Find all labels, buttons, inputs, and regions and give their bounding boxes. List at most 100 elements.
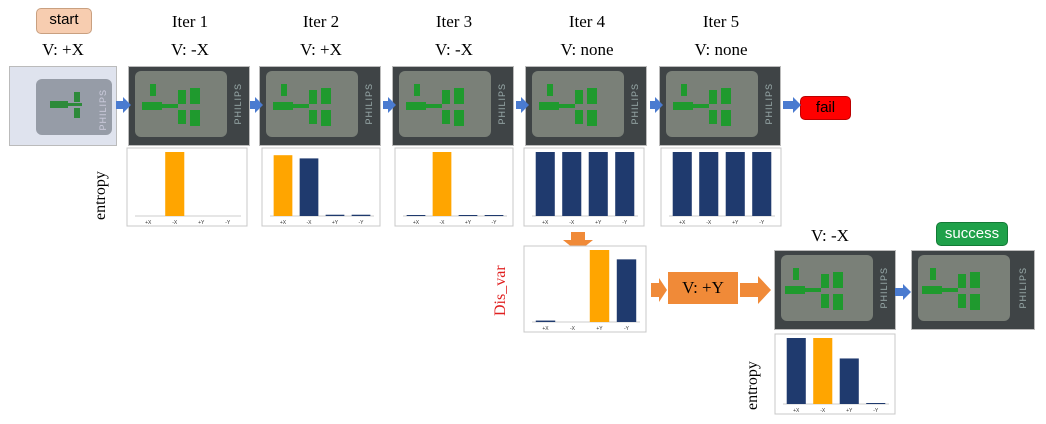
plate-4-mark-upper xyxy=(681,84,687,96)
plate-6-mark-right-top xyxy=(970,272,980,288)
chart-3-tick-3: +Y xyxy=(465,220,472,226)
plate-3-mark-stem xyxy=(559,104,575,108)
chart-5-tick-3: +Y xyxy=(732,220,739,226)
chart-7-tick-2: -X xyxy=(820,408,826,414)
plate-5-mark-stem xyxy=(805,288,821,292)
chart-5-bar-1 xyxy=(672,152,692,216)
plate-0-mark-upper xyxy=(150,84,156,96)
plate-0-mark-right-top xyxy=(190,88,200,104)
arrow-to-action xyxy=(651,278,667,302)
iter-4-view: V: none xyxy=(560,40,614,59)
chart-3-bar-2 xyxy=(432,152,452,216)
plate-0-mark-bottom xyxy=(178,110,186,124)
chart-1-bar-2 xyxy=(165,152,185,216)
iter-2-view: V: +X xyxy=(300,40,342,59)
chart-2-bar-2 xyxy=(299,158,319,216)
chart-6-tick-4: -Y xyxy=(624,326,630,332)
chart-4-tick-2: -X xyxy=(569,220,575,226)
chart-6-bar-3 xyxy=(589,250,610,322)
chart-6-tick-3: +Y xyxy=(596,326,603,332)
chart-5-bar-2 xyxy=(699,152,719,216)
iter-3-title: Iter 3 xyxy=(435,12,473,31)
chart-5-tick-1: +X xyxy=(679,220,686,226)
iter-4-title: Iter 4 xyxy=(568,12,606,31)
start-mark-2 xyxy=(68,103,82,106)
action-box: V: +Y xyxy=(668,272,738,304)
chart-3-tick-1: +X xyxy=(413,220,420,226)
plate-3-mark-left xyxy=(539,102,559,110)
plate-3-mark-top xyxy=(575,90,583,104)
plate-6-mark-bottom xyxy=(958,294,966,308)
plate-4-mark-stem xyxy=(693,104,709,108)
plate-5-mark-right-bottom xyxy=(833,294,843,310)
plate-3-mark-bottom xyxy=(575,110,583,124)
plate-2-mark-right-bottom xyxy=(454,110,464,126)
chart-1-tick-1: +X xyxy=(145,220,152,226)
iter-1-view: V: -X xyxy=(171,40,209,59)
plate-1-mark-top xyxy=(309,90,317,104)
plate-6-mark-top xyxy=(958,274,966,288)
plate-1-mark-bottom xyxy=(309,110,317,124)
plate-6-mark-upper xyxy=(930,268,936,280)
start-label: start xyxy=(49,11,79,28)
iter-2-title: Iter 2 xyxy=(302,12,340,31)
plate-2-mark-bottom xyxy=(442,110,450,124)
flow-arrow-2 xyxy=(250,97,263,113)
start-badge: start xyxy=(36,8,92,34)
plate-2-mark-upper xyxy=(414,84,420,96)
chart-5-tick-2: -X xyxy=(706,220,712,226)
chart-7-tick-4: -Y xyxy=(873,408,879,414)
plate-1-mark-stem xyxy=(293,104,309,108)
plate-4-mark-right-bottom xyxy=(721,110,731,126)
chart-3-bar-1 xyxy=(406,215,426,216)
success-badge: success xyxy=(936,222,1008,246)
plate-2-mark-left xyxy=(406,102,426,110)
start-mark-4 xyxy=(74,108,80,118)
chart-6-tick-2: -X xyxy=(570,326,576,332)
chart-2-tick-3: +Y xyxy=(332,220,339,226)
plate-6-mark-stem xyxy=(942,288,958,292)
plate-0-mark-left xyxy=(142,102,162,110)
plate-0-mark-top xyxy=(178,90,186,104)
flow-arrow-success xyxy=(895,284,911,300)
final-view: V: -X xyxy=(811,226,849,245)
start-mark-3 xyxy=(74,92,80,102)
flow-arrow-1 xyxy=(116,97,131,113)
iter-5-view: V: none xyxy=(694,40,748,59)
chart-4-tick-3: +Y xyxy=(595,220,602,226)
plate-2-mark-top xyxy=(442,90,450,104)
chart-3-bar-4 xyxy=(484,215,504,216)
chart-3-tick-2: -X xyxy=(440,220,446,226)
plate-1-mark-right-top xyxy=(321,88,331,104)
chart-7-tick-1: +X xyxy=(793,408,800,414)
chart-1-tick-4: -Y xyxy=(225,220,231,226)
plate-0-mark-stem xyxy=(162,104,178,108)
plate-5-mark-top xyxy=(821,274,829,288)
chart-2-tick-1: +X xyxy=(280,220,287,226)
action-label: V: +Y xyxy=(682,278,724,297)
plate-5-mark-right-top xyxy=(833,272,843,288)
iter-1-title: Iter 1 xyxy=(171,12,209,31)
success-label: success xyxy=(944,225,1000,242)
chart-7-bar-2 xyxy=(813,338,833,404)
plate-0-mark-right-bottom xyxy=(190,110,200,126)
chart-5-bar-3 xyxy=(725,152,745,216)
plate-4-mark-bottom xyxy=(709,110,717,124)
plate-1-mark-upper xyxy=(281,84,287,96)
plate-5-mark-upper xyxy=(793,268,799,280)
chart-4-bar-1 xyxy=(535,152,555,216)
chart-2-bar-1 xyxy=(273,155,293,216)
plate-3-mark-right-bottom xyxy=(587,110,597,126)
plate-1-mark-right-bottom xyxy=(321,110,331,126)
chart-3-frame xyxy=(394,147,514,227)
chart-4-bar-2 xyxy=(562,152,582,216)
plate-6-mark-right-bottom xyxy=(970,294,980,310)
chart-1-tick-3: +Y xyxy=(198,220,205,226)
down-arrow xyxy=(563,232,593,252)
chart-3-tick-4: -Y xyxy=(492,220,498,226)
flow-arrow-5 xyxy=(650,97,663,113)
plate-5-mark-bottom xyxy=(821,294,829,308)
chart-5-tick-4: -Y xyxy=(759,220,765,226)
flow-arrow-6 xyxy=(783,97,801,113)
